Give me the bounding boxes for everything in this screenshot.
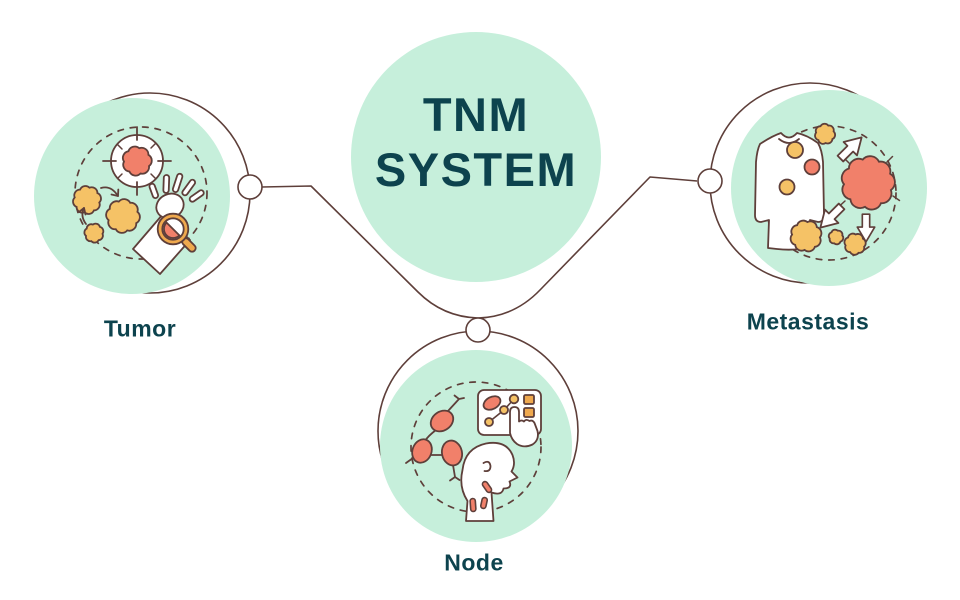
collar-line bbox=[778, 138, 800, 144]
node-label: Node bbox=[444, 549, 504, 576]
lesion-dot bbox=[778, 178, 796, 196]
ear bbox=[482, 460, 492, 473]
neck-lymph-marks bbox=[469, 480, 493, 513]
central-title: TNM SYSTEM bbox=[375, 87, 577, 197]
cancer-cell bbox=[105, 198, 141, 234]
metastasis-connector-dot bbox=[697, 168, 723, 194]
lymph-node bbox=[411, 438, 433, 464]
torso-with-lesions-icon bbox=[754, 132, 825, 251]
tumor-spikes bbox=[116, 142, 157, 180]
lymph-vessels bbox=[405, 394, 465, 482]
fingers bbox=[148, 172, 205, 203]
tumor-dashed-boundary bbox=[74, 126, 208, 260]
graph-dot bbox=[484, 417, 494, 427]
cancer-cell bbox=[814, 122, 836, 145]
lymph-node bbox=[440, 439, 464, 467]
connector-line-left bbox=[261, 185, 479, 319]
central-circle bbox=[351, 32, 601, 282]
cancer-cell bbox=[83, 222, 105, 244]
metastasis-label: Metastasis bbox=[746, 308, 870, 335]
title-line-1: TNM bbox=[422, 88, 530, 141]
graph-dot bbox=[499, 405, 509, 415]
tumor-mass bbox=[121, 145, 153, 177]
tumor-label: Tumor bbox=[103, 315, 177, 342]
cancer-cells-icon bbox=[789, 122, 867, 256]
hand-with-magnifier-icon bbox=[132, 172, 205, 275]
pointing-hand-icon bbox=[509, 406, 539, 448]
graph-dot bbox=[508, 393, 520, 405]
legend-square bbox=[523, 394, 535, 405]
cancer-cell bbox=[827, 228, 845, 246]
connector-line-right bbox=[477, 176, 698, 319]
lesion-dot bbox=[786, 141, 804, 159]
cancer-cell bbox=[72, 185, 102, 215]
cancer-cell bbox=[789, 219, 823, 253]
title-line-2: SYSTEM bbox=[374, 143, 578, 196]
head-neck-profile-icon bbox=[460, 442, 519, 522]
growth-arrow-icon bbox=[78, 186, 120, 225]
lens-sample bbox=[163, 221, 181, 239]
connector-lines bbox=[261, 176, 698, 319]
panel-node-sample bbox=[482, 395, 502, 411]
lymph-node bbox=[429, 409, 455, 433]
metastasis-illustration bbox=[754, 122, 901, 261]
cancer-cell bbox=[843, 232, 867, 256]
node-illustration bbox=[405, 381, 542, 522]
tumor-illustration bbox=[72, 126, 208, 275]
tumor-mass-icon bbox=[838, 155, 901, 211]
lymph-node-chain-icon bbox=[405, 394, 465, 482]
lesion-dot bbox=[803, 158, 821, 176]
cancer-cells-icon bbox=[72, 185, 141, 244]
tumor-connector-dot bbox=[237, 174, 263, 200]
diagnosis-panel-icon bbox=[477, 389, 542, 448]
connector-dots bbox=[237, 168, 723, 343]
tumor-target-icon bbox=[102, 126, 172, 196]
node-connector-dot bbox=[465, 317, 491, 343]
legend-square bbox=[523, 407, 535, 418]
